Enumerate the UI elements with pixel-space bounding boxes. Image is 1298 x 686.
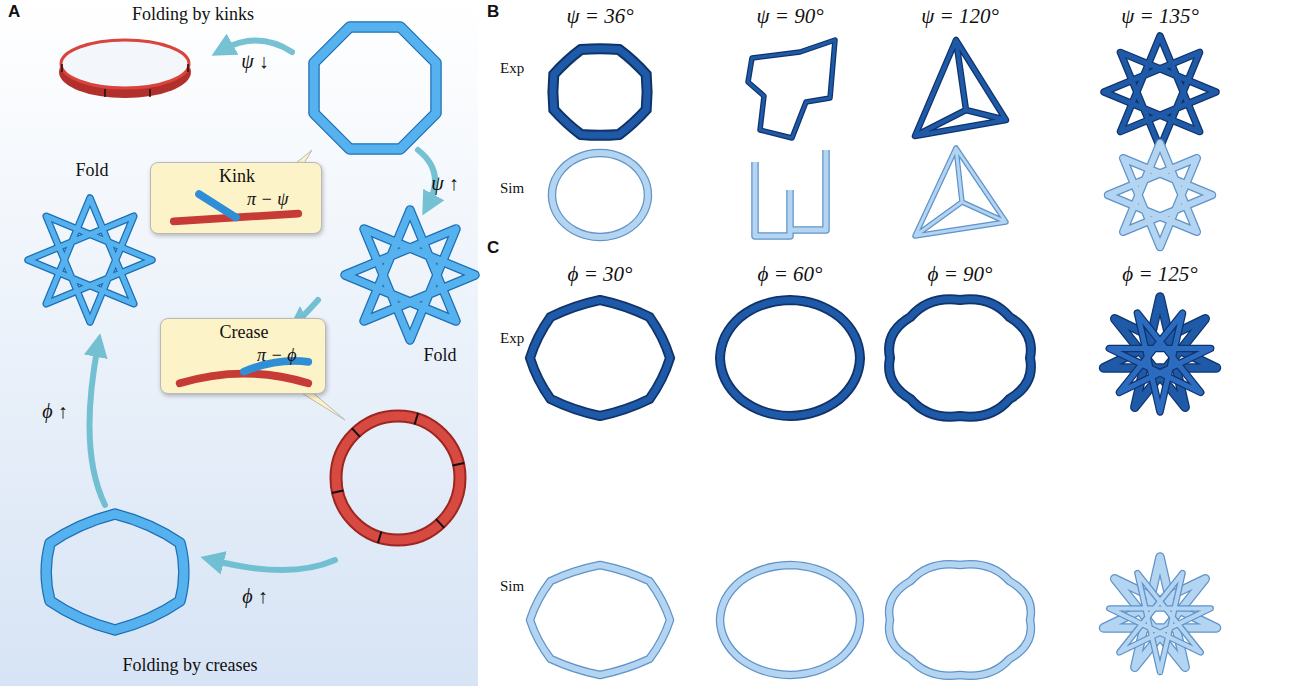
panel-letter: C: [487, 238, 499, 258]
simulation-shape: [720, 565, 860, 675]
simulation-shape: [720, 565, 860, 675]
simulation-shape: [889, 564, 1031, 675]
panel-title: Folding by kinks: [132, 4, 254, 25]
tick-mark: [415, 413, 419, 424]
parameter-label: ψ = 90°: [756, 4, 823, 29]
row-label: Sim: [500, 180, 524, 197]
tick-mark: [453, 463, 465, 466]
experiment-shape: [1104, 36, 1216, 148]
angle-label: π − ϕ: [257, 345, 296, 366]
parameter-label: ψ = 36°: [566, 4, 633, 29]
creased-ring: [46, 514, 184, 630]
crease-callout: Creaseπ − ϕ: [160, 318, 326, 394]
row-label: Sim: [500, 578, 524, 595]
parameter-label: ψ ↑: [431, 172, 458, 195]
tick-mark: [436, 519, 444, 528]
curved-arrow: [212, 560, 335, 570]
parameter-label: ψ ↓: [241, 50, 268, 73]
callout-title: Crease: [220, 322, 269, 343]
panel-letter: B: [487, 2, 499, 22]
panel-letter: A: [8, 2, 20, 22]
parameter-label: ϕ = 30°: [568, 262, 633, 287]
simulation-shape: [530, 565, 670, 675]
callout-title: Kink: [219, 166, 255, 187]
tick-mark: [187, 64, 189, 72]
folded-star: [28, 198, 152, 322]
callout-tail: [300, 392, 345, 420]
parameter-label: ϕ = 125°: [1122, 262, 1197, 287]
red-strip-ring: [61, 40, 189, 88]
folded-star: [28, 198, 152, 322]
parameter-label: ϕ ↑: [242, 585, 267, 608]
simulation-shape: [1108, 143, 1212, 247]
row-label: Exp: [500, 60, 524, 77]
simulation-shape: [552, 153, 648, 237]
parameter-label: ψ = 120°: [921, 4, 999, 29]
simulation-shape: [755, 150, 826, 236]
folded-star: [345, 210, 475, 340]
red-strip-ring: [336, 416, 460, 540]
experiment-shape: [915, 40, 1006, 136]
simulation-shape: [552, 153, 648, 237]
experiment-shape: [915, 40, 1006, 136]
state-label: Fold: [75, 160, 108, 181]
simulation-shape: [1109, 573, 1210, 672]
curved-arrow: [300, 300, 318, 318]
simulation-shape: [915, 148, 1006, 236]
experiment-shape: [1109, 313, 1210, 412]
experiment-shape: [720, 300, 860, 416]
experiment-shape: [889, 299, 1031, 417]
experiment-shape: [553, 49, 647, 136]
state-label: Fold: [423, 345, 456, 366]
experiment-shape: [889, 299, 1031, 417]
tick-mark: [352, 428, 360, 437]
simulation-shape: [1109, 573, 1210, 672]
simulation-shape: [889, 564, 1031, 675]
panel-background: [0, 0, 478, 686]
angle-label: π − ψ: [247, 189, 288, 210]
experiment-shape: [1109, 313, 1210, 412]
simulation-shape: [915, 148, 1006, 236]
curved-arrow: [89, 345, 105, 505]
creased-ring: [46, 514, 184, 630]
row-label: Exp: [500, 330, 524, 347]
parameter-label: ψ = 135°: [1121, 4, 1199, 29]
parameter-label: ϕ = 60°: [758, 262, 823, 287]
red-strip-ring: [336, 416, 460, 540]
tick-mark: [104, 89, 106, 97]
tick-mark: [149, 89, 151, 97]
experiment-shape: [1104, 36, 1216, 148]
simulation-shape: [1108, 143, 1212, 247]
parameter-label: ϕ = 90°: [928, 262, 993, 287]
simulation-shape: [755, 150, 826, 236]
experiment-shape: [748, 40, 835, 138]
tick-mark: [378, 531, 382, 542]
simulation-shape: [530, 565, 670, 675]
experiment-shape: [748, 40, 835, 138]
tick-mark: [332, 490, 344, 493]
folded-star: [345, 210, 475, 340]
parameter-label: ϕ ↑: [42, 400, 67, 423]
experiment-shape: [530, 300, 670, 416]
kink-callout: Kinkπ − ψ: [150, 162, 322, 234]
experiment-shape: [530, 300, 670, 416]
experiment-shape: [720, 300, 860, 416]
kinked-octagon: [314, 27, 436, 149]
tick-mark: [61, 64, 63, 72]
blue-bar: [199, 194, 236, 217]
kinked-octagon: [314, 27, 436, 149]
panel-title: Folding by creases: [123, 655, 258, 676]
experiment-shape: [553, 49, 647, 136]
